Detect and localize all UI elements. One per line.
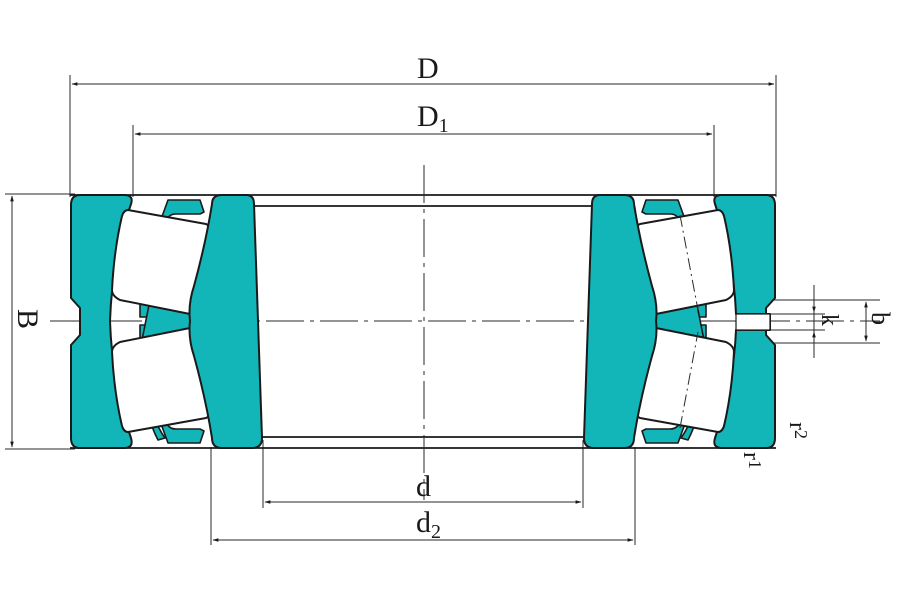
right-bearing-half [583, 194, 776, 449]
bore-lines [70, 194, 776, 449]
label-r2: r2 [784, 422, 811, 439]
label-D1: D1 [417, 100, 449, 137]
label-r1: r1 [738, 452, 765, 469]
label-D: D [417, 52, 439, 85]
label-d: d [416, 470, 431, 503]
label-d2: d2 [416, 506, 441, 543]
left-bearing-half [70, 194, 263, 449]
dimension-lines [10, 82, 868, 542]
label-b: b [866, 312, 895, 325]
inner-ring-left [188, 194, 263, 449]
dimension-labels: D D1 B d d2 k b r2 r1 [11, 52, 895, 543]
inner-ring-right [583, 194, 658, 449]
label-k: k [816, 314, 842, 326]
lubrication-groove [735, 313, 771, 331]
extension-lines [5, 75, 880, 545]
label-B: B [11, 309, 44, 329]
